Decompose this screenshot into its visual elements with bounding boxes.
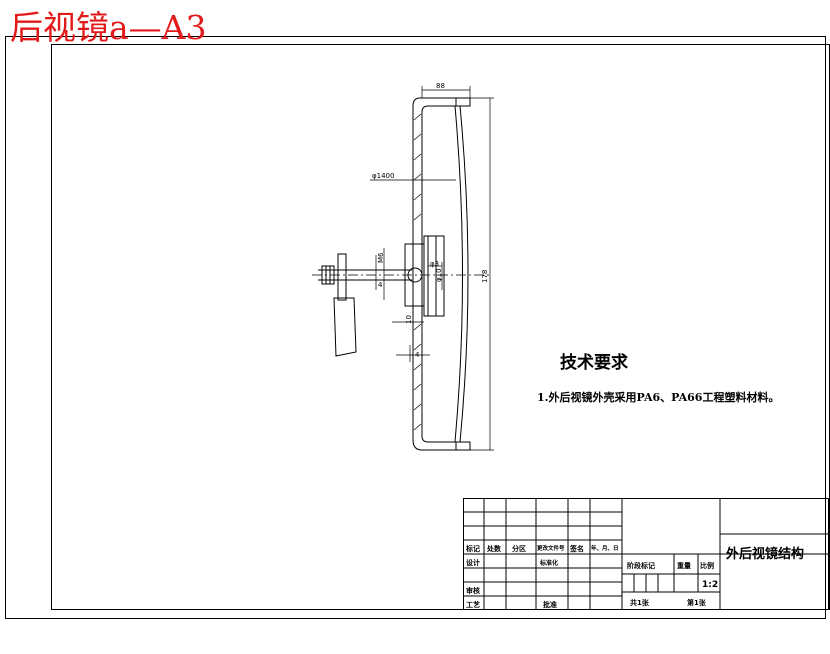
tb-weight: 重量 [677,561,691,570]
tb-change-doc: 更改文件号 [537,544,565,552]
tb-scale-value: 1:2 [702,580,718,590]
dim-10-label: 10 [405,315,413,324]
support-arm [337,253,347,301]
tb-zone: 分区 [512,544,526,553]
tb-count: 处数 [486,544,502,553]
tb-design: 设计 [466,558,480,567]
dim-m6-label: M6 [377,252,385,263]
tb-stage-mark: 阶段标记 [627,561,655,570]
dim-4b-label: 4 [415,351,420,359]
tb-scale: 比例 [700,561,714,570]
dim-4a-label: 4 [378,281,383,289]
tech-requirement-item: 1.外后视镜外壳采用PA6、PA66工程塑料材料。 [537,391,780,404]
top-lip [455,97,471,107]
tb-approve: 批准 [543,600,557,609]
mirror-glass-back [459,105,469,443]
tb-sheet-no: 第1张 [687,598,707,607]
tb-total-sheets: 共1张 [630,598,650,607]
housing-hatch [413,113,422,431]
tb-review: 审核 [466,586,480,595]
dim-top-label: 88 [436,82,445,90]
dim-diameter-label: φ1400 [372,172,394,180]
bottom-lip [455,441,471,451]
tb-standardization: 标准化 [539,559,558,567]
tb-signature: 签名 [569,544,584,553]
title-block: 标记 处数 分区 更改文件号 签名 年、月、日 设计 标准化 审核 工艺 批准 … [463,498,829,610]
tb-date: 年、月、日 [591,544,619,552]
mirror-glass [454,105,463,443]
dim-d10-label: φ10 [435,268,443,282]
tech-requirements-heading: 技术要求 [560,353,628,373]
tb-part-name: 外后视镜结构 [725,546,804,562]
overlay-title: 后视镜a—A3 [10,8,207,47]
dim-d3-label: φ3 [430,260,439,268]
housing-outer-line [412,97,470,451]
tb-process: 工艺 [466,600,480,609]
dim-height-label: 178 [481,270,489,283]
drawing-sheet-border [5,36,826,619]
handle [333,297,357,357]
mirror-section-drawing: 88 φ1400 178 φ3 φ10 M6 4 4 10 [312,82,494,451]
tb-mark: 标记 [465,544,480,553]
